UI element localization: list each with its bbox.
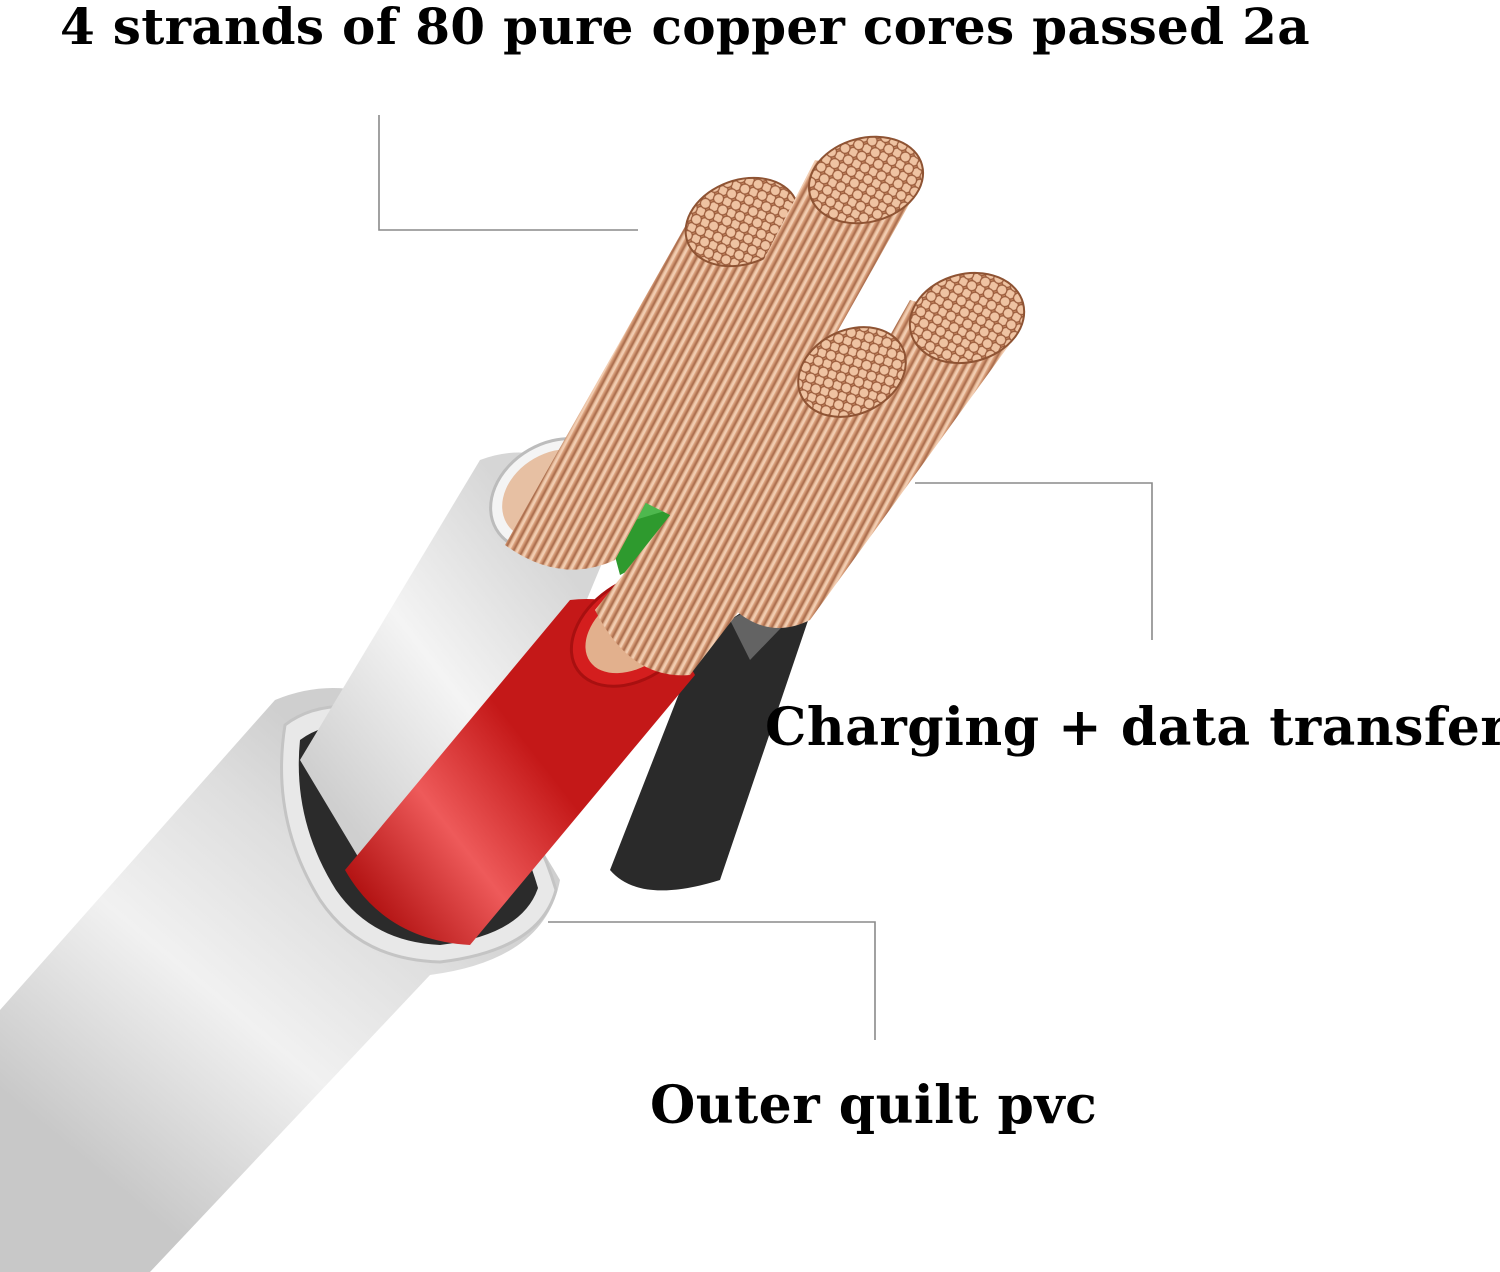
copper-core-back-left	[505, 176, 800, 570]
copper-core-front-left	[595, 326, 907, 676]
leader-lines	[378, 115, 1153, 1040]
copper-core-front-right	[735, 271, 1026, 628]
leader-line-jacket	[548, 921, 876, 1040]
leader-line-function	[915, 482, 1153, 640]
copper-core-back-right	[640, 135, 925, 540]
label-charging-data: Charging + data transfer	[765, 697, 1500, 758]
leader-line-cores	[378, 115, 638, 231]
label-copper-cores: 4 strands of 80 pure copper cores passed…	[60, 0, 1310, 56]
label-outer-jacket: Outer quilt pvc	[650, 1075, 1098, 1136]
